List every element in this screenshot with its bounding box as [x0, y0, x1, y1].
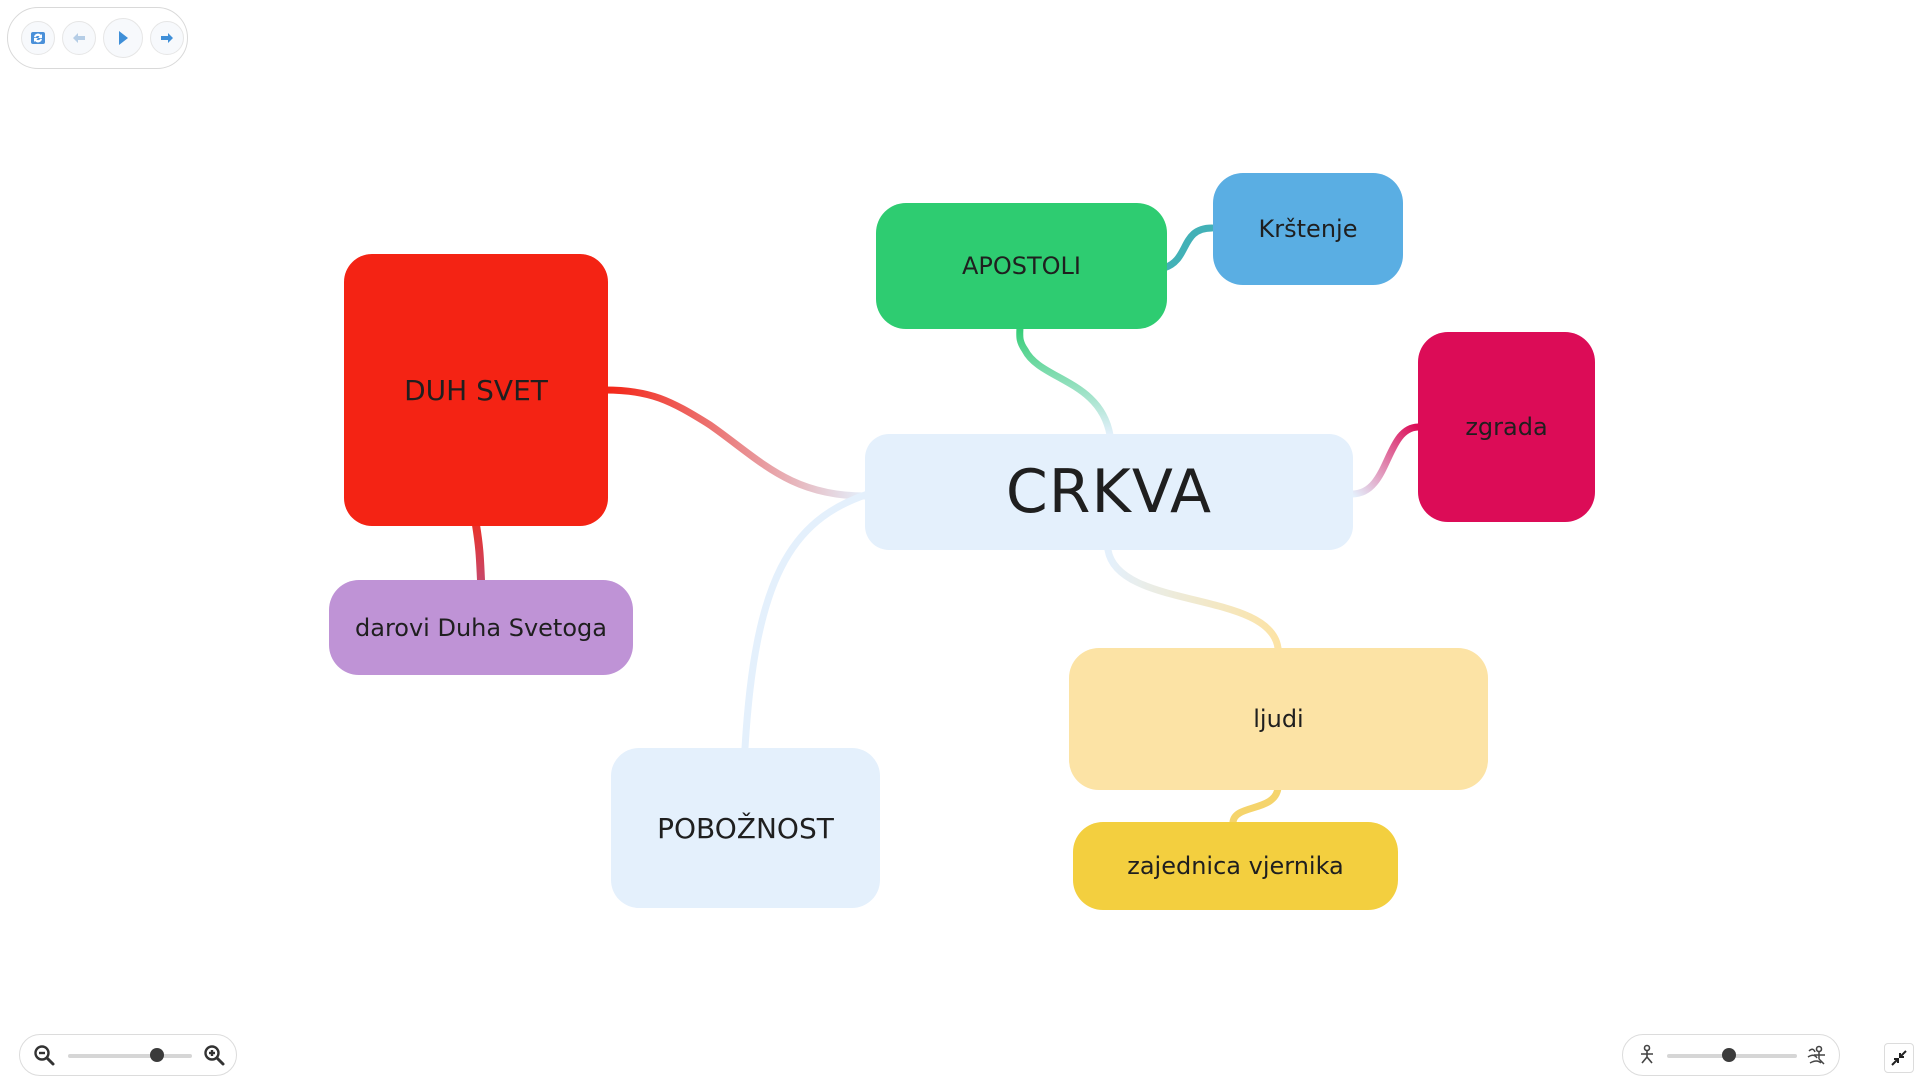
- sparse-branch-icon[interactable]: [1635, 1043, 1659, 1067]
- node-label: APOSTOLI: [961, 252, 1081, 280]
- zoom-slider-thumb[interactable]: [150, 1048, 165, 1062]
- link-crkva-apostoli: [1016, 321, 1114, 439]
- link-crkva-duh-svet: [601, 386, 869, 500]
- link-crkva-poboznost: [741, 490, 872, 752]
- node-label: darovi Duha Svetoga: [355, 613, 607, 642]
- collapse-icon: [1891, 1050, 1907, 1066]
- arrow-right-icon: [161, 33, 173, 43]
- link-crkva-zgrada: [1348, 423, 1422, 498]
- central-node-crkva[interactable]: CRKVA: [865, 434, 1353, 550]
- next-button[interactable]: [150, 21, 184, 55]
- node-zgrada[interactable]: zgrada: [1418, 332, 1595, 522]
- node-poboznost[interactable]: POBOŽNOST: [611, 748, 880, 908]
- arrow-left-icon: [73, 33, 85, 43]
- previous-button[interactable]: [62, 21, 96, 55]
- play-icon: [119, 31, 128, 45]
- zoom-out-icon[interactable]: [32, 1043, 56, 1067]
- node-label: POBOŽNOST: [657, 811, 834, 845]
- node-label: DUH SVET: [404, 373, 548, 407]
- node-label: Krštenje: [1258, 215, 1358, 243]
- node-ljudi[interactable]: ljudi: [1069, 648, 1488, 790]
- central-node-label: CRKVA: [1005, 457, 1213, 527]
- node-darovi-duha-svetoga[interactable]: darovi Duha Svetoga: [329, 580, 633, 675]
- node-label: ljudi: [1253, 705, 1304, 733]
- link-apostoli-krstenje: [1160, 224, 1216, 272]
- refresh-icon: [31, 32, 45, 44]
- link-duh-svet-darovi: [472, 521, 485, 584]
- branch-density-control: [1622, 1034, 1840, 1076]
- link-crkva-ljudi: [1104, 546, 1282, 652]
- zoom-track[interactable]: [68, 1054, 192, 1058]
- node-apostoli[interactable]: APOSTOLI: [876, 203, 1167, 329]
- node-label: zgrada: [1465, 413, 1548, 441]
- dense-branch-icon[interactable]: [1805, 1043, 1829, 1067]
- zoom-control: [19, 1034, 237, 1076]
- play-button[interactable]: [103, 18, 143, 58]
- link-ljudi-zajednica: [1229, 784, 1282, 826]
- node-label: zajednica vjernika: [1127, 852, 1344, 880]
- node-duh-svet[interactable]: DUH SVET: [344, 254, 608, 526]
- zoom-in-icon[interactable]: [202, 1043, 226, 1067]
- presentation-toolbar: [7, 7, 188, 69]
- exit-fullscreen-button[interactable]: [1884, 1043, 1914, 1073]
- refresh-button[interactable]: [21, 21, 55, 55]
- node-krstenje[interactable]: Krštenje: [1213, 173, 1403, 285]
- node-zajednica-vjernika[interactable]: zajednica vjernika: [1073, 822, 1398, 910]
- density-slider-thumb[interactable]: [1722, 1048, 1737, 1062]
